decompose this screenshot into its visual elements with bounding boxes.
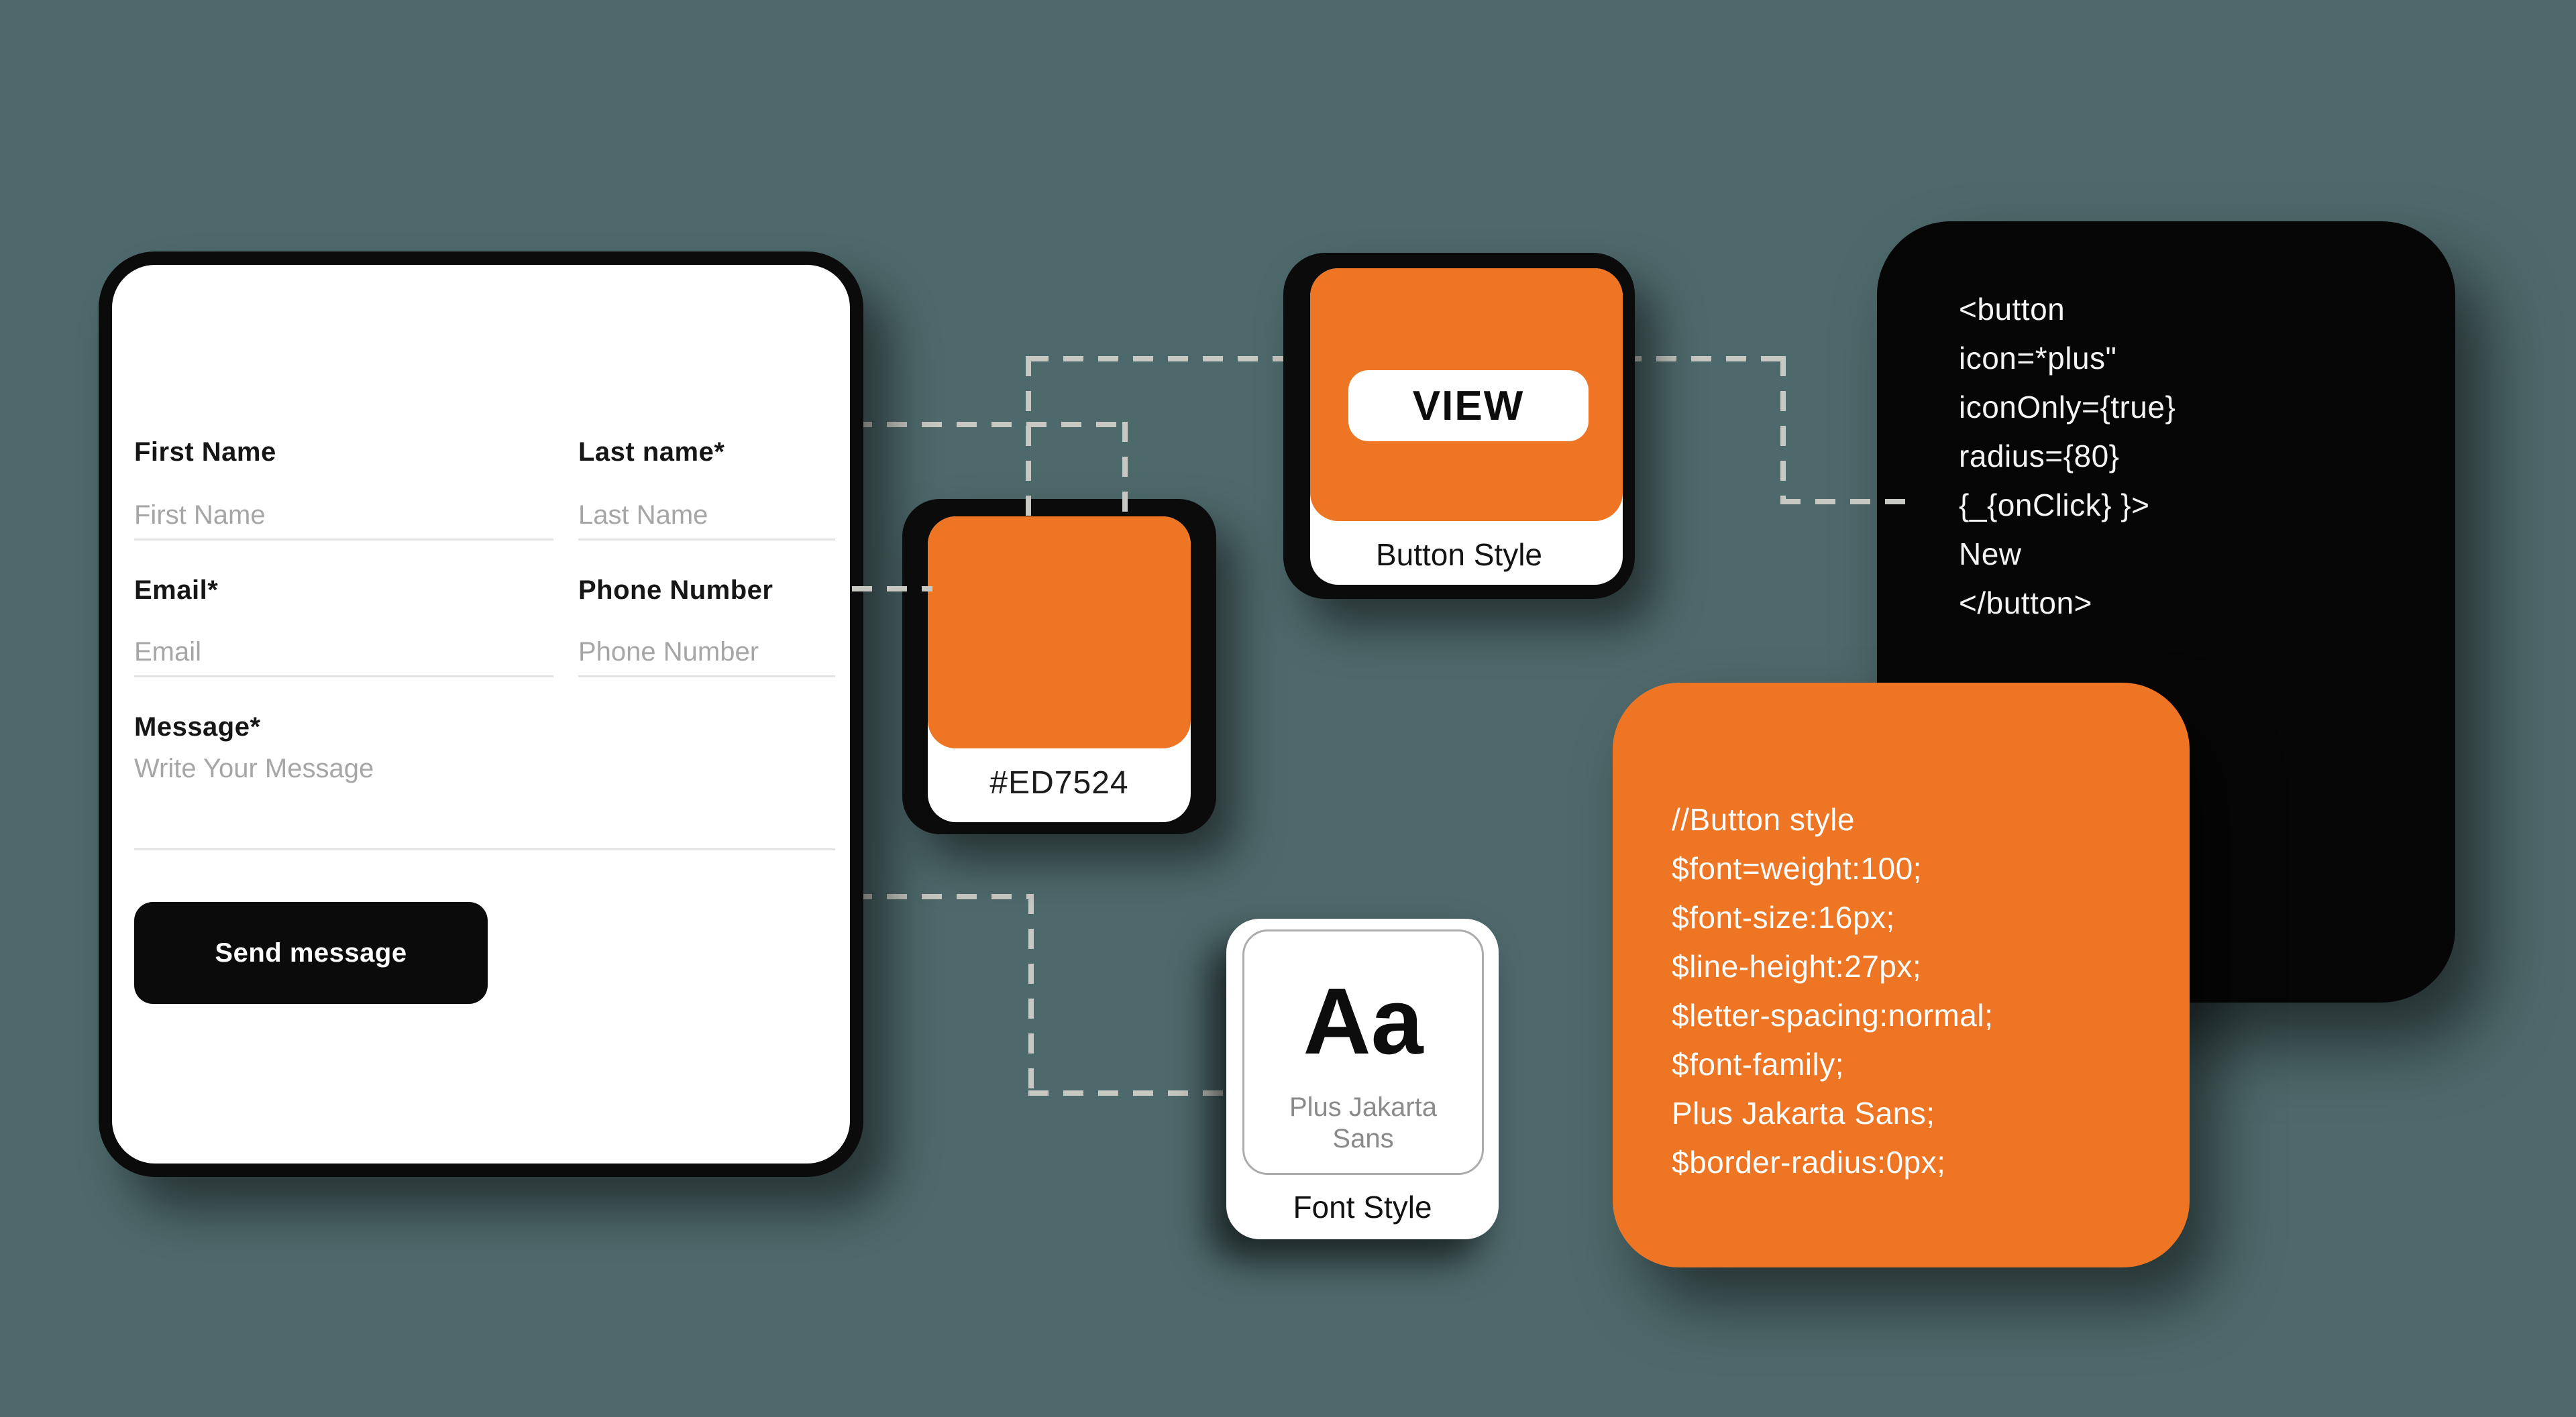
- last-name-input[interactable]: [578, 492, 835, 541]
- phone-number-label: Phone Number: [578, 575, 773, 605]
- button-style-caption: Button Style: [1375, 537, 1543, 572]
- code-line: icon=*plus": [1959, 341, 2117, 376]
- code-line: Plus Jakarta Sans;: [1672, 1096, 1935, 1131]
- code-line: {_{onClick} }>: [1959, 488, 2150, 522]
- code-line: //Button style: [1672, 802, 1855, 837]
- connector-into-fontcard: [1028, 1090, 1230, 1096]
- code-line: $line-height:27px;: [1672, 949, 1922, 984]
- email-input[interactable]: [134, 629, 553, 677]
- font-specimen-box: [1242, 929, 1484, 1175]
- connector-codecard-drop: [1780, 356, 1786, 504]
- connector-form-to-fontcard-drop: [1028, 894, 1034, 1095]
- connector-form-to-swatch-side: [852, 586, 932, 591]
- email-label: Email*: [134, 575, 219, 605]
- code-line: $font-family;: [1672, 1047, 1845, 1082]
- code-line: </button>: [1959, 585, 2092, 620]
- phone-number-input[interactable]: [578, 629, 835, 677]
- font-name-line1: Plus Jakarta: [1289, 1092, 1438, 1122]
- font-specimen-aa: Aa: [1303, 968, 1424, 1074]
- color-swatch-sample: [928, 516, 1191, 748]
- code-line: iconOnly={true}: [1959, 390, 2176, 424]
- first-name-input[interactable]: [134, 492, 553, 541]
- first-name-label: First Name: [134, 437, 276, 467]
- style-code-text: //Button style $font=weight:100; $font-siz…: [1672, 795, 1993, 1187]
- code-line: New: [1959, 536, 2022, 571]
- message-input[interactable]: [134, 750, 835, 850]
- font-style-card: [1226, 919, 1499, 1239]
- font-style-caption: Font Style: [1293, 1190, 1432, 1225]
- code-line: $letter-spacing:normal;: [1672, 998, 1994, 1033]
- code-line: radius={80}: [1959, 439, 2120, 473]
- code-line: $border-radius:0px;: [1672, 1145, 1946, 1180]
- last-name-label: Last name*: [578, 437, 725, 467]
- code-line: $font-size:16px;: [1672, 900, 1895, 935]
- connector-form-to-fontcard-1: [852, 894, 1034, 899]
- message-label: Message*: [134, 712, 261, 742]
- connector-into-codecard: [1780, 499, 1905, 504]
- connector-swatch-top-left-drop: [1026, 356, 1031, 518]
- code-line: <button: [1959, 292, 2065, 327]
- send-message-button[interactable]: Send message: [134, 902, 488, 1004]
- contact-form-card: [99, 251, 863, 1177]
- code-line: $font=weight:100;: [1672, 851, 1922, 886]
- color-hex-label: #ED7524: [989, 765, 1129, 801]
- connector-swatch-top-right-drop: [1122, 422, 1128, 518]
- connector-form-to-swatch-top: [852, 422, 1128, 427]
- style-code-card: [1613, 683, 2190, 1267]
- button-code-text: <button icon=*plus" iconOnly={true} radius=…: [1959, 285, 2176, 628]
- view-button[interactable]: VIEW: [1348, 370, 1589, 441]
- font-name-line2: Sans: [1332, 1124, 1394, 1153]
